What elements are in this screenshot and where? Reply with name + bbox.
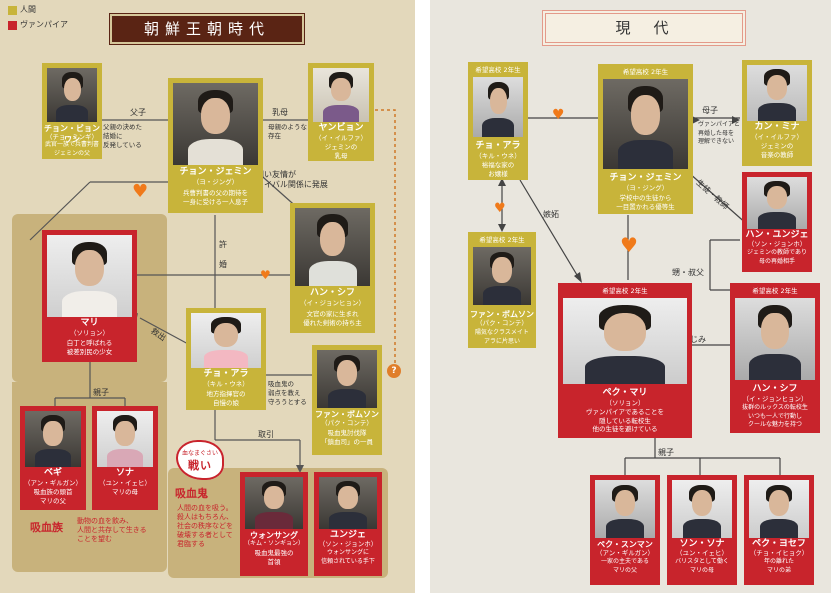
card-cho-ara-modern[interactable]: 希望高校 2年生 チョ・アラ （キル・ウネ） 裕福な家のお嬢様 — [468, 62, 528, 180]
love-heart-icon: ♥ — [132, 181, 149, 202]
card-fan-bomson[interactable]: ファン・ボムソン （パク・コンテ） 吸血鬼討伐隊「鎮血司」の一員 — [312, 345, 382, 455]
rel-nanny-desc: 母親のような存在 — [268, 123, 307, 140]
card-han-yunje[interactable]: ハン・ユンジェ （ソン・ジョンホ） ジェミンの教師であり母の再婚相手 — [742, 172, 812, 272]
rel-engaged: 許婚 — [219, 240, 227, 269]
portrait-image — [173, 83, 258, 165]
vampire-clan-label: 吸血族 — [30, 521, 63, 534]
page-title-text: 朝鮮王朝時代 — [143, 20, 270, 38]
rel-deal: 取引 — [258, 430, 274, 439]
rel-parent-child: 親子 — [658, 448, 674, 457]
rel-father-son-desc: 父親の決めた結婚に反発している — [103, 123, 142, 149]
rel-vampire-hunt-desc: 吸血鬼の弱点を教え守ろうとする — [268, 380, 307, 406]
love-heart-icon: ♥ — [260, 268, 271, 282]
joseon-era-panel: 人間 ヴァンパイア 朝鮮王朝時代 — [0, 0, 415, 593]
rel-nanny: 乳母 — [272, 108, 288, 117]
rel-friendship: 固い友情がライバル関係に発展 — [256, 170, 328, 189]
card-cheon-jemin[interactable]: チョン・ジェミン （ヨ・ジング） 兵曹判書の父の期待を一身に受ける一人息子 — [168, 78, 263, 213]
rel-parent-child: 親子 — [93, 388, 109, 397]
portrait-image — [319, 477, 377, 529]
portrait-image — [672, 480, 732, 538]
card-begi[interactable]: ベギ （アン・ギルガン） 吸血族の頭首マリの父 — [20, 406, 86, 510]
portrait-image — [747, 177, 807, 229]
card-baek-snman[interactable]: ペク・スンマン （アン・ギルガン） 一家の主夫であるマリの父 — [590, 475, 660, 585]
love-heart-icon: ♥ — [494, 201, 506, 216]
rel-mother-son: 母子 — [702, 106, 718, 115]
battle-splatter-badge: 血なまぐさい 戦い — [176, 440, 224, 480]
rel-mother-desc: ヴァンパイアと再婚した母を理解できない — [698, 121, 740, 145]
legend-human-label: 人間 — [20, 5, 36, 14]
portrait-image — [191, 313, 261, 368]
page-title-text: 現 代 — [615, 19, 673, 37]
vampire-demon-desc: 人間の血を吸う。殺人はもちろん、社会の秩序などを破壊する者として君臨する — [177, 504, 233, 548]
legend-human-swatch — [8, 6, 17, 15]
card-cheon-jemin-modern[interactable]: 希望高校 2年生 チョン・ジェミン （ヨ・ジング） 学校中の生徒から一目置かれる… — [598, 64, 693, 214]
card-cho-ara[interactable]: チョ・アラ （キル・ウネ） 地方指揮官の自慢の娘 — [186, 308, 266, 410]
portrait-image — [317, 350, 377, 408]
rel-father-son: 父子 — [130, 108, 146, 117]
love-heart-icon: ♥ — [552, 107, 565, 123]
card-son-sona[interactable]: ソン・ソナ （ユン・イェヒ） バリスタとして働くマリの母 — [667, 475, 737, 585]
portrait-image — [473, 247, 531, 305]
portrait-image — [245, 477, 303, 529]
portrait-image — [749, 480, 809, 538]
card-wonsang[interactable]: ウォンサング （キム・ソンギョン） 吸血鬼最強の首領 — [240, 472, 308, 576]
legend-vampire-label: ヴァンパイア — [20, 20, 68, 29]
portrait-image — [295, 208, 370, 286]
question-mark-icon: ? — [387, 364, 401, 378]
love-heart-icon: ♥ — [620, 233, 638, 257]
page-title-modern: 現 代 — [545, 13, 743, 43]
card-kang-mina[interactable]: カン・ミナ （イ・イルファ） ジェミンの音楽の教師 — [742, 60, 812, 166]
portrait-image — [313, 68, 369, 122]
card-mari[interactable]: マリ （ソリョン） 白丁と呼ばれる被差別民の少女 — [42, 230, 137, 362]
portrait-image — [595, 480, 655, 538]
vampire-demon-label: 吸血鬼 — [175, 487, 208, 500]
page-title-joseon: 朝鮮王朝時代 — [110, 14, 304, 44]
rel-jealousy: 嫉妬 — [543, 210, 559, 219]
card-cheon-byeongwan[interactable]: チョン・ビョンワン （チョ・ミンギ） 武官一族で兵曹判書ジェミンの父 — [42, 63, 102, 159]
card-sona[interactable]: ソナ （ユン・イェヒ） マリの母 — [92, 406, 158, 510]
portrait-image — [747, 65, 807, 121]
portrait-image — [47, 235, 132, 317]
portrait-image — [47, 68, 97, 122]
portrait-image — [473, 77, 523, 137]
card-fan-bomson-modern[interactable]: 希望高校 2年生 ファン・ボムソン （パク・コンテ） 陽気なクラスメイトアラに片… — [468, 232, 536, 348]
vampire-clan-desc: 動物の血を飲み、人間と共存して生きることを望む — [77, 517, 147, 543]
portrait-image — [25, 411, 81, 467]
card-yunje[interactable]: ユンジェ （ソン・ジョンホ） ウォンサングに信頼されている手下 — [314, 472, 382, 576]
card-han-sihu-modern[interactable]: 希望高校 2年生 ハン・シフ （イ・ジョンヒョン） 抜群のルックスの転校生いつも… — [730, 283, 820, 433]
rel-nephew-uncle: 甥・叔父 — [672, 268, 704, 277]
card-han-sihu[interactable]: ハン・シフ （イ・ジョンヒョン） 文官の家に生まれ優れた剣術の持ち主 — [290, 203, 375, 333]
card-yanbyeon[interactable]: ヤンビョン （イ・イルファ） ジェミンの乳母 — [308, 63, 374, 161]
left-connector-lines — [29, 109, 396, 473]
legend-vampire-swatch — [8, 21, 17, 30]
portrait-image — [603, 79, 688, 169]
card-baek-yosep[interactable]: ペク・ヨセフ （チョ・イヒョク） 年の離れたマリの弟 — [744, 475, 814, 585]
card-baek-mari[interactable]: 希望高校 2年生 ペク・マリ （ソリョン） ヴァンパイアであることを隠している転… — [558, 283, 692, 438]
portrait-image — [97, 411, 153, 467]
portrait-image — [563, 298, 687, 384]
modern-era-panel: 現 代 ♥ ♥ ♥ 母 — [430, 0, 831, 593]
portrait-image — [735, 298, 815, 380]
